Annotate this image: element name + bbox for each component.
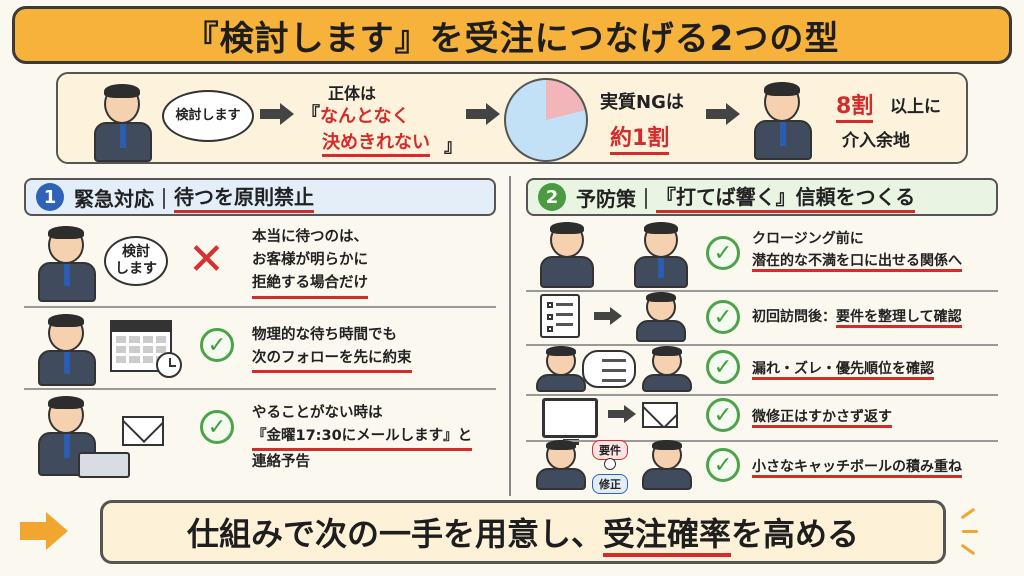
identity-label: 正体は (328, 84, 377, 103)
spark-line-icon (960, 507, 976, 520)
row-text-line: やることがない時は (252, 405, 383, 421)
section-header-urgent: 1 緊急対応｜ 待つを原則禁止 (24, 178, 496, 216)
speech-bubble: 検討します (162, 90, 254, 142)
section-header-prevention: 2 予防策｜ 『打てば響く』信頼をつくる (526, 178, 998, 216)
row-text-line: 本当に待つのは、 (252, 229, 368, 245)
row-text-prefix: 初回訪問後： (752, 309, 836, 325)
row-text-line-emphasis: 潜在的な不満を口に出せる関係へ (752, 253, 962, 273)
section-heading-emphasis: 『打てば響く』信頼をつくる (656, 181, 916, 213)
check-icon: ✓ (706, 300, 740, 334)
row-divider (526, 344, 998, 346)
identity-line-2: 決めきれない (322, 128, 430, 157)
footer-text: 仕組みで次の一手を用意し、受注確率を高める (186, 509, 860, 557)
check-icon: ✓ (706, 448, 740, 482)
speech-text: 検討 します (115, 243, 157, 278)
row-text-line: 物理的な待ち時間でも (252, 327, 397, 343)
row-text-line-emphasis: 拒絶する場合だけ (252, 272, 368, 299)
speech-text: 検討します (175, 107, 241, 123)
ng-value: 約1割 (610, 120, 670, 155)
identity-quote-close: 』 (444, 136, 462, 157)
revision-tag: 修正 (592, 474, 628, 494)
salesperson-illustration (640, 346, 694, 392)
row-divider (24, 306, 496, 308)
check-icon: ✓ (706, 398, 740, 432)
row-text-emphasis: 微修正はすかさず返す (752, 409, 892, 428)
summary-strip: 検討します 正体は 『 なんとなく 決めきれない 』 実質NGは 約1割 8割 … (56, 72, 968, 164)
row-text-emphasis: 要件を整理して確認 (836, 309, 962, 328)
ng-label: 実質NGは (600, 92, 684, 113)
footer-text-emphasis: 受注確率 (602, 515, 731, 557)
cross-icon: ✕ (188, 234, 225, 285)
customer-illustration (536, 222, 600, 288)
row-divider (526, 290, 998, 292)
spark-line-icon (962, 530, 978, 533)
section-number-badge: 2 (538, 183, 566, 211)
row-text-emphasis: 小さなキャッチボールの積み重ね (752, 459, 962, 478)
footer-text-suffix: を高める (731, 515, 860, 553)
laptop-icon (78, 452, 130, 478)
pointing-person-illustration (748, 82, 818, 162)
mail-icon (122, 416, 164, 446)
person-with-laptop-illustration (32, 396, 102, 478)
speech-bubble: 検討 します (104, 236, 168, 286)
section-heading-prefix: 予防策｜ (576, 186, 656, 211)
intervene-value: 8割 (836, 88, 874, 123)
salesperson-illustration (632, 292, 690, 342)
check-icon: ✓ (200, 410, 234, 444)
thinking-person-illustration (534, 346, 588, 392)
intervene-suffix: 以上に (890, 97, 941, 117)
requirement-tag: 要件 (592, 440, 628, 460)
mail-icon (642, 402, 678, 428)
salesperson-illustration (640, 440, 694, 492)
row-text-emphasis: 漏れ・ズレ・優先順位を確認 (752, 361, 934, 380)
section-heading-prefix: 緊急対応｜ (74, 186, 174, 211)
checklist-icon (540, 294, 580, 338)
section-number-badge: 1 (36, 183, 64, 211)
clock-icon (156, 352, 182, 378)
ng-ratio-pie (504, 78, 588, 162)
row-text-line-emphasis: 『金曜17:30にメールします』と (252, 425, 473, 452)
row-divider (526, 440, 998, 442)
check-icon: ✓ (200, 328, 234, 362)
column-divider (509, 176, 511, 496)
row-text-line-emphasis: 次のフォローを先に約束 (252, 347, 412, 374)
ball-icon (604, 458, 616, 470)
intervene-line-2: 介入余地 (842, 131, 910, 151)
check-icon: ✓ (706, 350, 740, 384)
row-text-line: お客様が明らかに (252, 252, 368, 269)
spark-line-icon (960, 543, 976, 556)
row-divider (526, 394, 998, 396)
section-heading-emphasis: 待つを原則禁止 (174, 181, 314, 213)
page-title: 『検討します』を受注につなげる2つの型 (184, 18, 840, 59)
pointing-person-illustration (32, 314, 102, 386)
title-banner: 『検討します』を受注につなげる2つの型 (12, 6, 1012, 64)
footer-text-prefix: 仕組みで次の一手を用意し、 (186, 515, 603, 553)
identity-line-1: なんとなく (320, 106, 410, 127)
check-icon: ✓ (706, 236, 740, 270)
salesperson-illustration (630, 222, 694, 288)
worried-person-illustration (32, 226, 102, 302)
calendar-icon (110, 320, 172, 372)
monitor-icon (542, 398, 598, 445)
row-divider (24, 388, 496, 390)
footer-banner: 仕組みで次の一手を用意し、受注確率を高める (100, 500, 946, 564)
worried-person-illustration (88, 84, 158, 162)
row-text-line: クロージング前に (752, 231, 864, 247)
customer-illustration (534, 440, 588, 492)
speech-list-icon (582, 350, 636, 388)
row-text-line: 連絡予告 (252, 454, 310, 471)
identity-quote-open: 『 (302, 104, 320, 125)
